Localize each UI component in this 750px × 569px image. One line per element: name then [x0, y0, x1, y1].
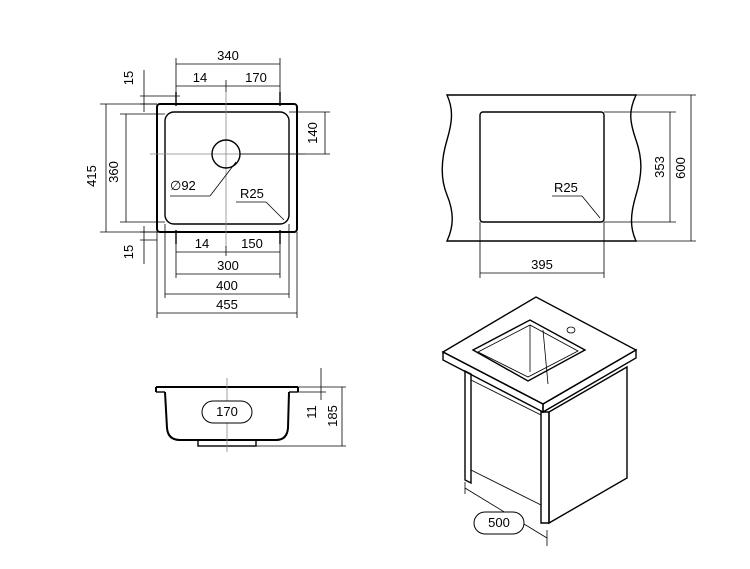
- cutout-view: R25 353 600 395: [441, 94, 696, 278]
- dim-600: 600: [673, 157, 688, 179]
- dim-500: 500: [488, 515, 510, 530]
- dim-14-top: 14: [193, 70, 207, 85]
- dim-170-section: 170: [216, 404, 238, 419]
- section-view: 170 11 185: [155, 368, 346, 452]
- sink-outer-rim: [156, 103, 298, 233]
- mounting-clips: [175, 92, 281, 244]
- iso-cabinet-right: [548, 365, 628, 525]
- dim-300: 300: [217, 258, 239, 273]
- iso-view: 500: [441, 296, 638, 546]
- dim-415: 415: [84, 165, 99, 187]
- dim-455: 455: [216, 297, 238, 312]
- dim-11: 11: [304, 405, 319, 419]
- top-view: 340 14 170 15 415 360 140 ∅92 R25: [84, 48, 330, 318]
- dim-353: 353: [652, 156, 667, 178]
- dim-140: 140: [305, 122, 320, 144]
- dim-185: 185: [325, 405, 340, 427]
- dim-400: 400: [216, 278, 238, 293]
- countertop-outline: [441, 94, 642, 242]
- iso-cabinet-left: [464, 369, 472, 485]
- dim-14-bottom: 14: [195, 236, 209, 251]
- iso-countertop-top: [441, 296, 638, 405]
- dim-r25-cutout: R25: [554, 180, 578, 195]
- dim-340: 340: [217, 48, 239, 63]
- iso-cabinet-front: [540, 411, 550, 524]
- dim-170-top: 170: [245, 70, 267, 85]
- cutout-opening: [479, 111, 605, 223]
- dim-15-top: 15: [121, 71, 136, 85]
- dim-r25-top: R25: [240, 186, 264, 201]
- dim-395: 395: [531, 257, 553, 272]
- dim-15-bottom: 15: [121, 245, 136, 259]
- sink-bowl-outline: [164, 111, 290, 225]
- iso-tap-hole: [566, 326, 576, 334]
- dim-170-pill: [201, 400, 253, 424]
- dim-500-pill: [473, 511, 525, 535]
- dim-150: 150: [241, 236, 263, 251]
- dim-360: 360: [106, 161, 121, 183]
- iso-sink-opening: [471, 319, 587, 382]
- dim-diameter-92: ∅92: [170, 178, 196, 193]
